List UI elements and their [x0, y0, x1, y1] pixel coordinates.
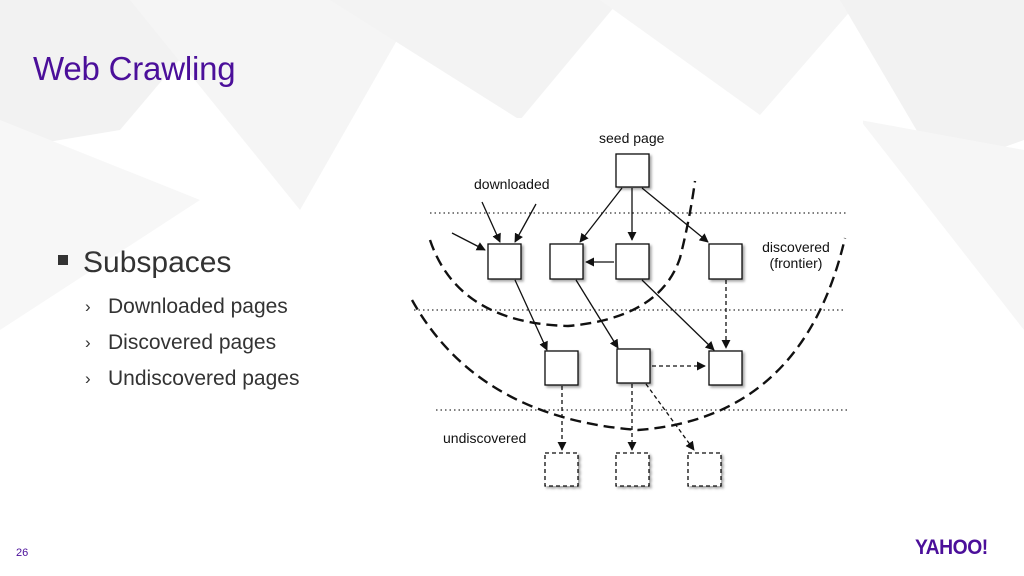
seed-page-node	[615, 153, 650, 188]
discovered-label-line1: discovered	[762, 239, 830, 255]
undiscovered-page-node	[615, 452, 650, 487]
frontier-page-node	[708, 243, 743, 280]
slide-title: Web Crawling	[33, 50, 236, 87]
chevron-right-icon: ›	[85, 333, 91, 352]
discovered-label: discovered (frontier)	[756, 239, 836, 271]
page-number: 26	[16, 547, 29, 559]
bullet-list: Subspaces › Downloaded pages › Discovere…	[58, 243, 299, 397]
downloaded-boundary	[428, 180, 697, 328]
sub-bullet-label: Downloaded pages	[108, 295, 288, 318]
bullet-subspaces-label: Subspaces	[83, 246, 232, 279]
seed-page-label: seed page	[599, 130, 665, 146]
chevron-right-icon: ›	[85, 369, 91, 388]
downloaded-page-node	[487, 243, 522, 280]
sub-bullet-list: › Downloaded pages › Discovered pages › …	[58, 289, 299, 397]
frontier-boundary	[410, 237, 847, 432]
undiscovered-page-node	[687, 452, 722, 487]
yahoo-logo: YAHOO!	[915, 536, 988, 559]
crawl-diagram: seed page downloaded discovered (frontie…	[398, 118, 863, 503]
downloaded-label: downloaded	[474, 176, 550, 192]
frontier-page-node	[708, 350, 743, 386]
undiscovered-page-node	[544, 452, 579, 487]
sub-bullet-label: Discovered pages	[108, 331, 277, 354]
sub-bullet-item: › Undiscovered pages	[58, 361, 299, 397]
square-bullet-icon	[58, 255, 68, 265]
frontier-page-node	[616, 348, 651, 384]
frontier-label: (frontier)	[769, 255, 823, 271]
downloaded-page-node	[549, 243, 584, 280]
crawl-diagram-graphic	[410, 153, 850, 487]
edge-arrow	[641, 279, 715, 351]
dashed-edge-arrow	[645, 383, 695, 451]
chevron-right-icon: ›	[85, 297, 91, 316]
downloaded-page-node	[615, 243, 650, 280]
edge-arrow	[514, 279, 548, 351]
frontier-page-node	[544, 350, 579, 386]
edge-arrow	[481, 201, 501, 243]
sub-bullet-item: › Discovered pages	[58, 325, 299, 361]
edge-arrow	[514, 203, 537, 243]
edge-arrow	[641, 187, 709, 243]
sub-bullet-item: › Downloaded pages	[58, 289, 299, 325]
undiscovered-label: undiscovered	[443, 430, 527, 446]
edge-arrow	[451, 232, 486, 251]
bullet-subspaces: Subspaces	[58, 243, 299, 283]
edge-arrow	[575, 279, 619, 349]
sub-bullet-label: Undiscovered pages	[108, 367, 300, 390]
edge-arrow	[579, 187, 623, 243]
